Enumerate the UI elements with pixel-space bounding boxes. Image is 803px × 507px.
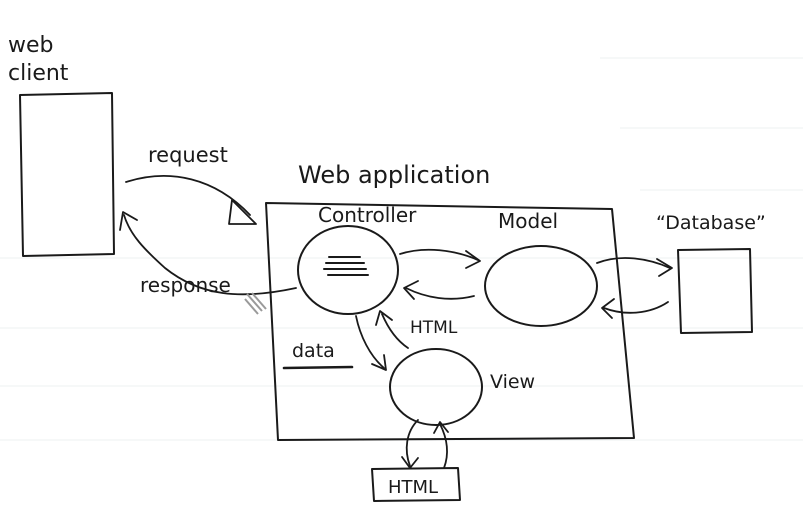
controller-to-model-arrowhead xyxy=(465,250,481,269)
model-to-database-arrowhead xyxy=(656,258,673,277)
eraser-smudge xyxy=(244,292,267,315)
controller-to-model-arrow xyxy=(399,248,479,261)
model-to-database-arrow xyxy=(596,257,671,269)
view-label: View xyxy=(490,371,535,393)
web-client-label-line1: web xyxy=(8,33,54,58)
data-label: data xyxy=(292,340,335,362)
model-node xyxy=(484,245,598,327)
controller-lines-icon xyxy=(323,256,369,276)
model-to-controller-arrowhead xyxy=(403,280,419,300)
controller-to-view-arrowhead xyxy=(371,354,387,371)
request-arrow xyxy=(125,175,251,216)
database-to-model-arrow xyxy=(603,301,669,314)
controller-node xyxy=(297,225,399,315)
database-to-model-arrowhead xyxy=(601,298,615,319)
html-to-view-arrow xyxy=(439,423,448,469)
request-label: request xyxy=(148,143,228,167)
database-box xyxy=(677,248,753,334)
request-arrowhead xyxy=(228,199,257,225)
response-arrowhead xyxy=(119,211,138,231)
view-to-controller-arrowhead xyxy=(375,310,393,326)
controller-label: Controller xyxy=(318,203,417,227)
html-output-box xyxy=(371,467,461,502)
html-output-label: HTML xyxy=(388,477,438,498)
data-underline xyxy=(282,365,354,370)
database-label: “Database” xyxy=(656,212,766,234)
web-client-label-line2: client xyxy=(8,61,69,86)
web-client-box xyxy=(19,92,115,257)
html-inner-label: HTML xyxy=(410,318,458,338)
web-application-label: Web application xyxy=(298,161,490,189)
view-to-html-arrow xyxy=(405,419,419,467)
web-application-box xyxy=(265,202,635,441)
response-label: response xyxy=(140,273,231,297)
controller-to-view-arrow xyxy=(355,315,385,369)
view-to-controller-arrow xyxy=(381,313,409,349)
view-node xyxy=(389,348,483,426)
model-to-controller-arrow xyxy=(405,287,475,300)
html-to-view-arrowhead xyxy=(433,421,449,434)
model-label: Model xyxy=(498,209,558,233)
paper-guide-lines xyxy=(0,57,803,441)
response-arrow xyxy=(123,214,297,296)
